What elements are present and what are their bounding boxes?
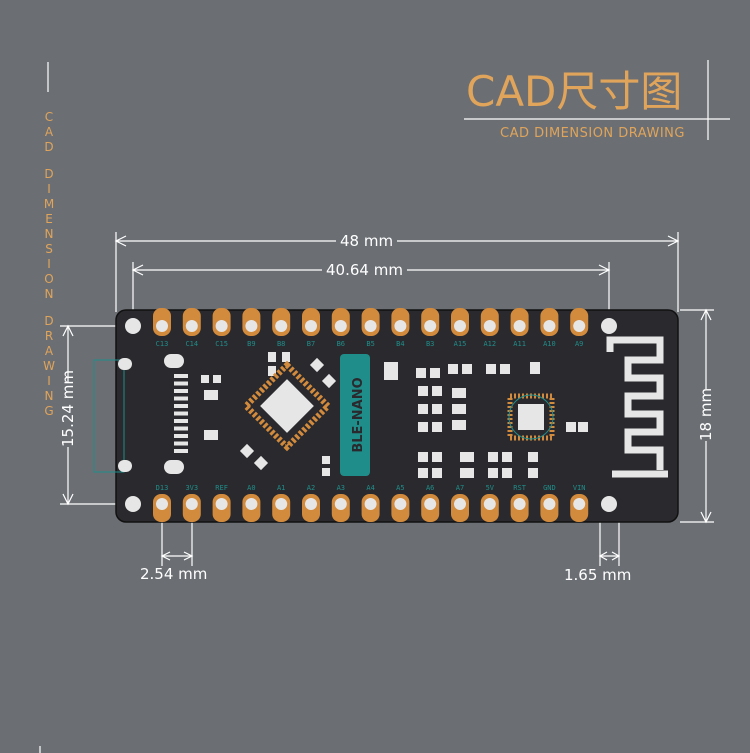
bottom-pin-label: RST xyxy=(513,484,526,492)
top-pin-label: B7 xyxy=(307,340,315,348)
page-title: CAD尺寸图 xyxy=(466,67,683,116)
top-pin-hole xyxy=(573,320,586,332)
top-pin-label: A11 xyxy=(513,340,526,348)
top-pin-labels: C13 C14 C15 B9 B8 B7 B6 B5 B4 B3 A15 A12 A11 A10 A9 xyxy=(156,340,584,348)
bottom-pin-hole xyxy=(305,498,317,510)
ble-module: BLE-NANO xyxy=(340,354,370,476)
edge-offset-label: 1.65 mm xyxy=(564,566,632,584)
bottom-pin-label: 5V xyxy=(486,484,495,492)
bottom-pin-hole xyxy=(185,498,198,510)
top-pin-hole xyxy=(275,320,288,332)
bottom-pin-hole xyxy=(156,498,168,510)
ble-chip xyxy=(507,393,555,441)
top-pin-label: B5 xyxy=(366,340,374,348)
bottom-pin-hole xyxy=(543,498,556,510)
top-pin-hole xyxy=(424,320,437,332)
bottom-pin-label: A1 xyxy=(277,484,285,492)
bottom-pin-hole xyxy=(573,498,586,510)
top-pin-hole xyxy=(215,320,228,332)
row-spacing-label: 15.24 mm xyxy=(59,370,77,447)
top-pin-label: B9 xyxy=(247,340,255,348)
mount-hole xyxy=(125,496,141,512)
bottom-pin-hole xyxy=(483,498,496,510)
top-pin-hole xyxy=(483,320,496,332)
usb-connector xyxy=(93,354,188,474)
bottom-pin-hole xyxy=(245,498,258,510)
bottom-pin-label: 3V3 xyxy=(185,484,198,492)
ble-module-label: BLE-NANO xyxy=(351,377,366,452)
passive-components xyxy=(201,352,588,478)
bottom-pin-row xyxy=(153,494,589,522)
bottom-pin-label: A3 xyxy=(337,484,345,492)
usb-pin xyxy=(174,426,188,431)
top-pin-hole xyxy=(185,320,198,332)
usb-pin xyxy=(174,441,188,446)
top-pin-hole xyxy=(305,320,317,332)
bottom-pin-label: A2 xyxy=(307,484,315,492)
width-label: 48 mm xyxy=(336,232,398,250)
top-pin-label: A9 xyxy=(575,340,583,348)
height-label: 18 mm xyxy=(697,387,715,441)
edge-offset-dimension xyxy=(598,522,621,566)
bottom-pin-labels: D13 3V3 REF A0 A1 A2 A3 A4 A5 A6 A7 5V RST GND VIN xyxy=(156,484,586,492)
top-pin-label: B8 xyxy=(277,340,285,348)
top-pin-label: C15 xyxy=(215,340,228,348)
mount-hole xyxy=(601,318,617,334)
top-pin-label: C14 xyxy=(185,340,198,348)
bottom-pin-label: A4 xyxy=(366,484,374,492)
usb-pin xyxy=(174,434,188,438)
bottom-pin-label: A7 xyxy=(456,484,464,492)
top-pin-label: C13 xyxy=(156,340,169,348)
pin-span-label: 40.64 mm xyxy=(322,261,407,279)
mount-hole xyxy=(601,496,617,512)
top-pin-hole xyxy=(513,320,526,332)
bottom-pin-label: REF xyxy=(215,484,228,492)
bottom-pin-hole xyxy=(364,498,377,510)
bottom-pin-label: GND xyxy=(543,484,556,492)
top-pin-row xyxy=(153,308,589,336)
mcu-chip xyxy=(241,360,333,452)
usb-pin xyxy=(174,411,188,416)
usb-pin xyxy=(174,404,188,408)
bottom-pin-label: A5 xyxy=(396,484,404,492)
bottom-pin-label: A6 xyxy=(426,484,434,492)
usb-pin xyxy=(174,374,188,378)
bottom-pin-label: A0 xyxy=(247,484,255,492)
bottom-pin-hole xyxy=(454,498,466,510)
bottom-pin-hole xyxy=(275,498,288,510)
bottom-pin-hole xyxy=(394,498,407,510)
top-pin-hole xyxy=(394,320,407,332)
bottom-pin-hole xyxy=(334,498,347,510)
top-pin-label: A12 xyxy=(483,340,496,348)
usb-pin xyxy=(174,381,188,386)
top-pin-label: A10 xyxy=(543,340,556,348)
top-pin-hole xyxy=(245,320,258,332)
top-pin-label: B6 xyxy=(337,340,345,348)
bottom-pin-hole xyxy=(424,498,437,510)
mount-hole xyxy=(125,318,141,334)
bottom-pin-label: VIN xyxy=(573,484,586,492)
bottom-pin-hole xyxy=(513,498,526,510)
pin-pitch-label: 2.54 mm xyxy=(140,565,208,583)
page-subtitle: CAD DIMENSION DRAWING xyxy=(500,126,685,141)
bottom-pin-label: D13 xyxy=(156,484,169,492)
usb-pin xyxy=(174,419,188,423)
top-pin-hole xyxy=(454,320,466,332)
top-pin-hole xyxy=(364,320,377,332)
top-pin-label: B4 xyxy=(396,340,404,348)
top-pin-hole xyxy=(543,320,556,332)
top-pin-hole xyxy=(156,320,168,332)
top-pin-hole xyxy=(334,320,347,332)
bottom-pin-hole xyxy=(215,498,228,510)
usb-pin xyxy=(174,449,188,453)
antenna-trace xyxy=(606,336,668,478)
usb-pin xyxy=(174,389,188,393)
pin-pitch-dimension xyxy=(160,520,194,566)
usb-pin xyxy=(174,396,188,401)
top-pin-label: B3 xyxy=(426,340,434,348)
top-pin-label: A15 xyxy=(454,340,467,348)
